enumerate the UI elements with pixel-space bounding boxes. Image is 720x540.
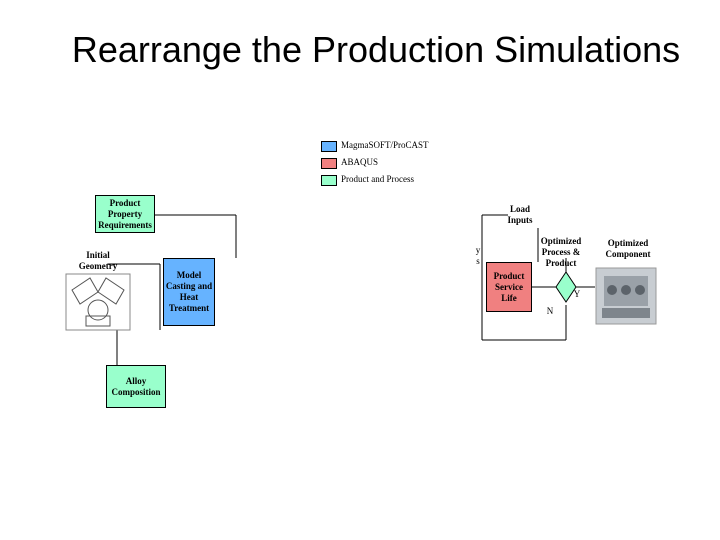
node-initial-geometry-label: Initial Geometry [78,250,118,271]
node-model-casting: Model Casting and Heat Treatment [163,258,215,326]
legend-swatch-product-process [321,175,337,186]
node-optimized-component-label: Optimized Component [605,238,651,259]
decision-diamond [555,271,577,303]
node-load-inputs-label: Load Inputs [507,204,533,225]
legend-swatch-magmasoft [321,141,337,152]
node-model-casting-label: Model Casting and Heat Treatment [165,270,213,313]
node-alloy-composition-label: Alloy Composition [111,375,161,397]
partial-label-y: y [475,245,481,255]
legend-label-magmasoft: MagmaSOFT/ProCAST [341,140,429,150]
partial-label-s: s [476,256,480,266]
legend-label-product-process: Product and Process [341,174,414,184]
legend-swatch-abaqus [321,158,337,169]
node-product-property-requirements: Product Property Requirements [95,195,155,233]
node-product-property-requirements-label: Product Property Requirements [98,197,152,230]
legend-label-abaqus: ABAQUS [341,157,379,167]
node-product-service-life: Product Service Life [486,262,532,312]
slide-title: Rearrange the Production Simulations [71,29,681,70]
node-alloy-composition: Alloy Composition [106,365,166,408]
decision-no-label: N [546,306,554,316]
node-optimized-process-label: Optimized Process & Product [540,236,582,268]
node-product-service-life-label: Product Service Life [493,270,525,303]
decision-yes-label: Y [573,289,581,299]
